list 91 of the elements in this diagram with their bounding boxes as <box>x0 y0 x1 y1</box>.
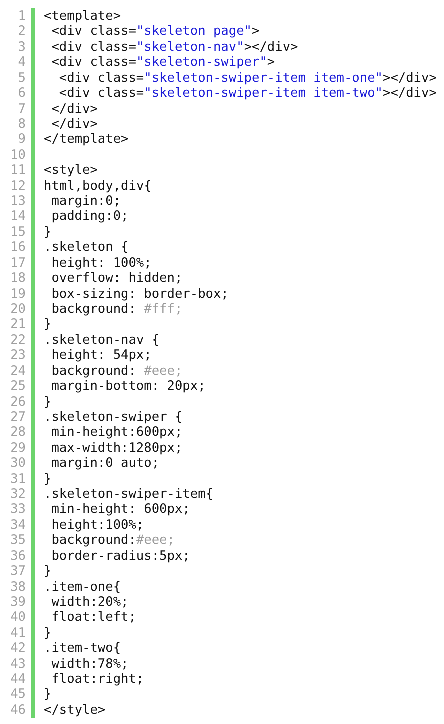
line-number: 37 <box>10 564 26 580</box>
line-number: 32 <box>10 487 26 502</box>
line-number: 5 <box>17 70 26 86</box>
code-line: margin-bottom: 20px; <box>52 379 206 394</box>
line-number: 12 <box>10 178 26 194</box>
line-number: 45 <box>10 687 26 702</box>
line-number: 16 <box>10 240 26 256</box>
code-line: border-radius:5px; <box>52 548 190 564</box>
line-number: 18 <box>10 271 26 286</box>
code-line: background: #eee; <box>52 364 183 379</box>
code-line: float:right; <box>52 672 144 688</box>
line-number: 40 <box>10 610 26 626</box>
line-number: 26 <box>10 394 26 410</box>
line-number: 27 <box>10 410 26 425</box>
code-line: <style> <box>44 163 98 178</box>
code-line: min-height:600px; <box>52 425 183 440</box>
code-line: html,body,div{ <box>44 178 152 194</box>
line-number: 21 <box>10 317 26 332</box>
code-line: margin:0; <box>52 194 122 210</box>
code-line: </div> <box>52 116 98 132</box>
line-number: 15 <box>10 224 26 240</box>
line-number: 10 <box>10 148 26 163</box>
line-number: 41 <box>10 626 26 641</box>
code-line: float:left; <box>52 610 136 626</box>
code-line: height: 54px; <box>52 348 152 364</box>
code-line: height: 100%; <box>52 256 152 271</box>
line-number: 31 <box>10 472 26 487</box>
line-number: 46 <box>10 702 26 718</box>
line-number: 34 <box>10 518 26 533</box>
code-line: <template> <box>44 9 122 24</box>
code-line: </div> <box>52 102 98 117</box>
code-line: box-sizing: border-box; <box>52 286 229 302</box>
code-line: width:78%; <box>52 656 129 672</box>
code-line: margin:0 auto; <box>52 456 160 472</box>
line-number: 20 <box>10 302 26 317</box>
line-number: 24 <box>10 364 26 379</box>
line-number: 2 <box>17 24 26 40</box>
code-line: .skeleton { <box>44 240 129 256</box>
line-number: 33 <box>10 502 26 518</box>
line-number: 11 <box>10 163 26 178</box>
line-number: 8 <box>17 116 26 132</box>
code-line: <div class="skeleton-swiper-item item-one"></div> <box>59 70 437 86</box>
code-line: padding:0; <box>52 209 129 224</box>
code-line: <div class="skeleton-swiper-item item-two"></div> <box>59 86 437 102</box>
line-number: 13 <box>10 194 26 210</box>
line-number: 9 <box>17 132 26 148</box>
line-number: 19 <box>10 286 26 302</box>
line-number: 35 <box>10 533 26 548</box>
code-line: } <box>44 687 52 702</box>
code-line: </template> <box>44 132 129 148</box>
line-number: 14 <box>10 209 26 224</box>
line-number: 39 <box>10 594 26 610</box>
line-number: 36 <box>10 548 26 564</box>
code-line: .skeleton-nav { <box>44 332 160 348</box>
line-number: 1 <box>17 9 26 24</box>
line-number: 3 <box>17 40 26 55</box>
code-line: } <box>44 224 52 240</box>
code-line: <div class="skeleton-swiper"> <box>52 55 276 70</box>
code-line: overflow: hidden; <box>52 271 183 286</box>
code-line: .item-one{ <box>44 580 122 595</box>
line-number: 43 <box>10 656 26 672</box>
code-line: .item-two{ <box>44 641 122 656</box>
code-line: .skeleton-swiper-item{ <box>44 487 214 502</box>
line-number: 28 <box>10 425 26 440</box>
code-line: } <box>44 317 52 332</box>
line-number: 22 <box>10 332 26 348</box>
code-line: background:#eee; <box>52 533 175 548</box>
code-line: max-width:1280px; <box>52 440 183 456</box>
line-number: 23 <box>10 348 26 364</box>
code-line: <div class="skeleton page"> <box>52 24 260 40</box>
code-line: } <box>44 394 52 410</box>
line-number: 42 <box>10 641 26 656</box>
code-line: width:20%; <box>52 594 129 610</box>
code-line: background: #fff; <box>52 302 183 317</box>
code-line: } <box>44 472 52 487</box>
line-number: 29 <box>10 440 26 456</box>
code-line: .skeleton-swiper { <box>44 410 183 425</box>
code-line: } <box>44 564 52 580</box>
code-line: </style> <box>44 702 106 718</box>
code-line: height:100%; <box>52 518 144 533</box>
line-number: 17 <box>10 256 26 271</box>
line-number: 30 <box>10 456 26 472</box>
line-number: 38 <box>10 580 26 595</box>
line-number: 44 <box>10 672 26 688</box>
code-line: min-height: 600px; <box>52 502 190 518</box>
code-line: <div class="skeleton-nav"></div> <box>52 40 298 55</box>
code-line: } <box>44 626 52 641</box>
line-number: 6 <box>17 86 26 102</box>
line-number: 7 <box>17 102 26 117</box>
line-number: 25 <box>10 379 26 394</box>
line-number: 4 <box>17 55 26 70</box>
